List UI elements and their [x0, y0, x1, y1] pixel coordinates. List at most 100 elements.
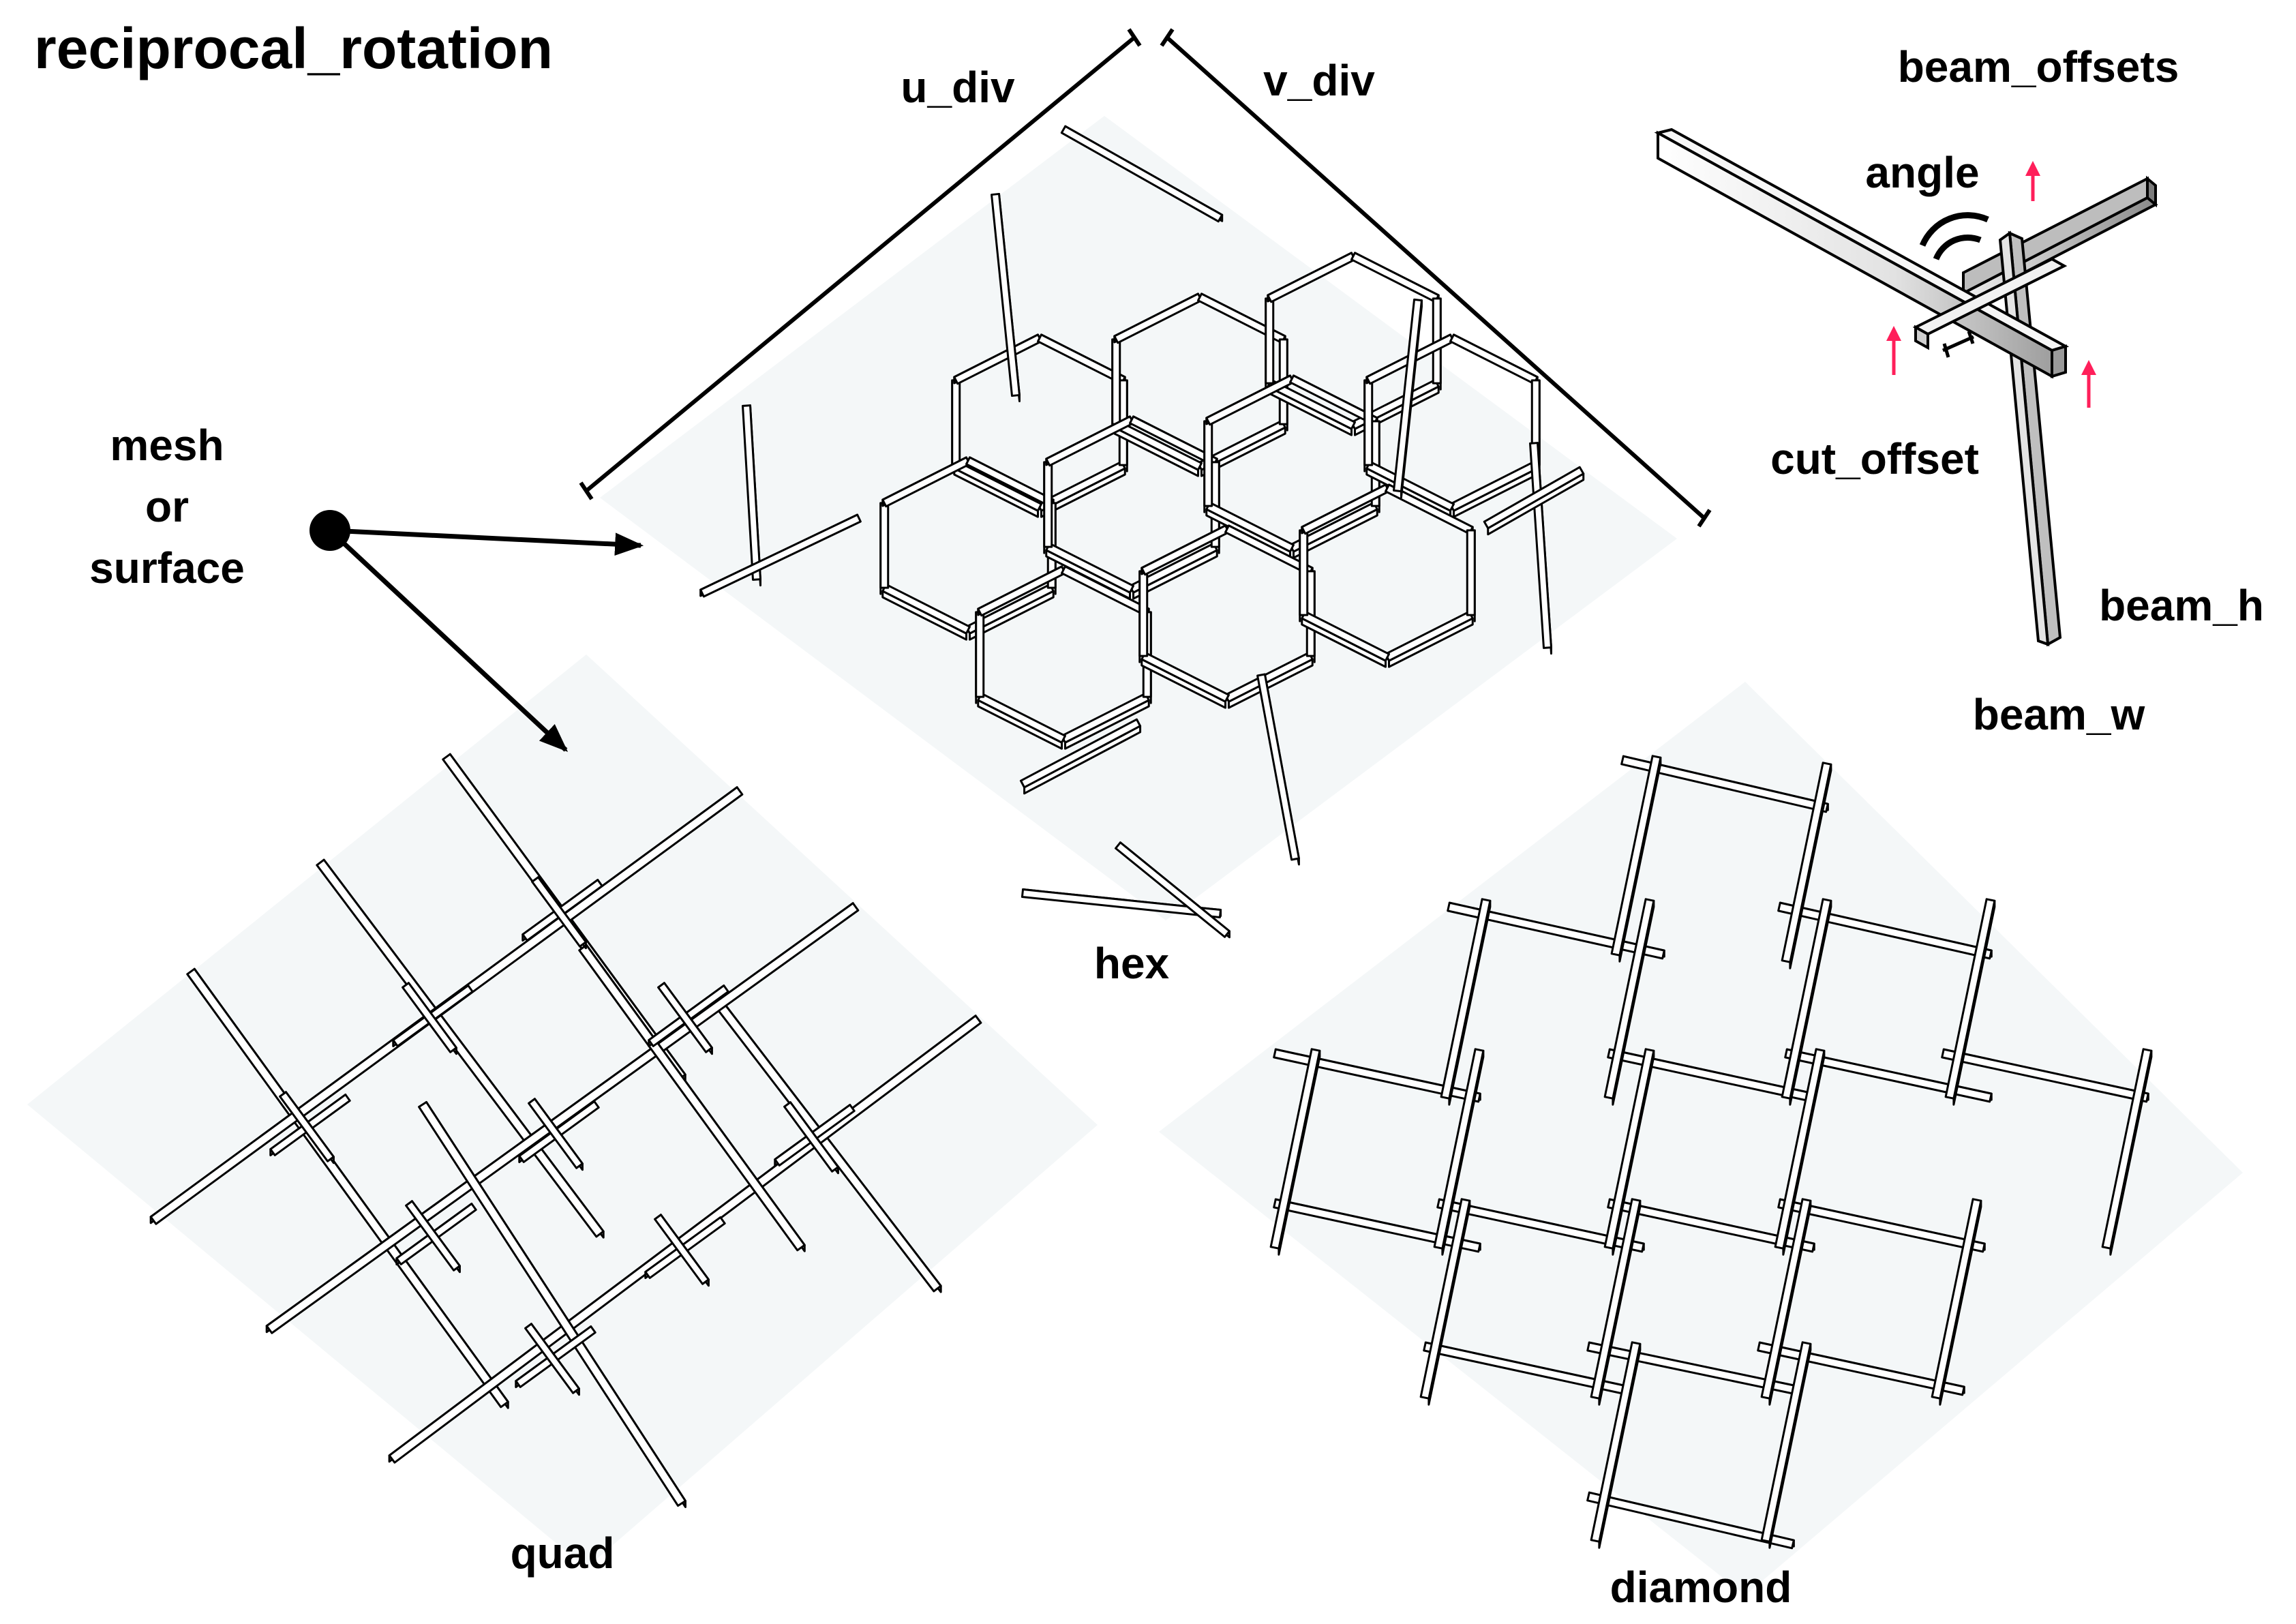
hex-edge-4: [1037, 333, 1126, 385]
hex-edge-20: [879, 502, 890, 589]
hex-pattern: [699, 125, 1585, 939]
diamond-beam-v-3: [1603, 898, 1655, 1100]
beam-cross-front: [1914, 325, 1929, 350]
diagram-title: reciprocal_rotation: [34, 16, 553, 80]
cut-offset-label: cut_offset: [1770, 434, 1979, 483]
quad-node-y-4: [528, 1098, 584, 1169]
hex-edge-26: [1043, 461, 1053, 548]
diamond-beam-h-14: [1586, 1491, 1795, 1550]
hex-edge-46: [1061, 565, 1150, 617]
diamond-pattern: [1269, 755, 2153, 1550]
diamond-beam-h-2: [1777, 901, 1993, 960]
hex-extra-4: [1021, 888, 1222, 918]
offset-arrows: [1886, 161, 2096, 408]
diamond-beam-v-2: [1440, 898, 1492, 1100]
quad-panel: [27, 655, 1098, 1568]
hex-extra-10: [1019, 718, 1142, 789]
hex-edge-44: [975, 611, 985, 698]
beam-dark-top: [1962, 176, 2149, 296]
diamond-beam-h-8: [1436, 1198, 1645, 1253]
hex-edge-33: [1205, 374, 1295, 426]
hex-edge-14: [1265, 297, 1275, 385]
diamond-beam-v-5: [1944, 898, 1996, 1100]
quad-node-y-2: [279, 1091, 335, 1162]
diamond-beam-h-9: [1607, 1198, 1815, 1253]
v-div-tick-b: [1697, 509, 1712, 528]
u-div-line: [585, 35, 1136, 493]
hex-edge-57: [1301, 483, 1390, 535]
hex-extra-2: [742, 404, 761, 581]
beam-light-end: [2051, 344, 2067, 378]
diamond-panel: [1159, 682, 2243, 1595]
diamond-beam-h-7: [1273, 1198, 1481, 1253]
diamond-beam-v-1: [1781, 762, 1832, 963]
hex-edge-21: [881, 456, 971, 508]
diamond-beam-h-5: [1784, 1048, 1993, 1103]
hex-edge-22: [965, 456, 1055, 508]
offset-arrow-left-head: [1886, 326, 1901, 341]
hex-extra-1: [991, 192, 1021, 397]
hex-edge-55: [1301, 610, 1390, 662]
hex-edge-24: [1129, 542, 1218, 594]
hex-edge-59: [1466, 529, 1476, 616]
hex-edge-38: [1363, 379, 1374, 466]
hex-extra-5: [1115, 841, 1230, 938]
angle-arc-inner: [1933, 234, 1982, 260]
hex-edge-25: [1045, 542, 1134, 594]
hex-edge-32: [1203, 420, 1213, 507]
input-label-or: or: [145, 482, 189, 531]
hex-extra-6: [1393, 298, 1423, 493]
hex-edge-58: [1385, 483, 1474, 535]
quad-beam-a-low: [418, 1100, 686, 1507]
diamond-beam-h-0: [1620, 755, 1829, 813]
diamond-beam-h-3: [1273, 1048, 1481, 1103]
quad-node-y-3: [657, 982, 713, 1053]
diamond-beam-v-16: [1760, 1341, 1812, 1543]
diamond-beam-v-8: [1603, 1048, 1655, 1250]
u-div-tick-a: [579, 481, 594, 500]
hex-edge-52: [1224, 524, 1314, 576]
hex-edge-54: [1385, 610, 1474, 662]
hex-edge-6: [1197, 419, 1286, 471]
diamond-beam-h-6: [1941, 1048, 2149, 1103]
hex-edge-31: [1205, 501, 1295, 553]
hex-edge-51: [1141, 524, 1230, 576]
quad-node-y-0: [531, 876, 587, 948]
beam-offsets-label: beam_offsets: [1898, 42, 2179, 91]
hex-edge-8: [1111, 338, 1121, 425]
arrow-to-hex: [329, 528, 644, 556]
hex-edge-48: [1224, 651, 1314, 703]
hex-extra-9: [1256, 673, 1300, 861]
hex-edge-42: [1061, 692, 1150, 744]
v-div-label: v_div: [1263, 56, 1375, 105]
hex-edge-45: [977, 565, 1066, 617]
hex-edge-18: [965, 583, 1055, 635]
quad-node-y-8: [524, 1323, 580, 1394]
hex-edge-27: [1045, 415, 1134, 467]
quad-node-y-6: [783, 1101, 839, 1173]
v-div-tick-a: [1160, 28, 1175, 47]
division-dimensions: [579, 28, 1712, 528]
diamond-beam-v-9: [1774, 1048, 1826, 1250]
cut-offset-tick-b: [1967, 331, 1975, 344]
beam-dark-end: [2146, 175, 2157, 208]
hex-edge-15: [1267, 252, 1356, 303]
quad-node-y-5: [405, 1200, 461, 1272]
hex-extra-8: [1483, 466, 1585, 530]
input-arrows: [309, 510, 644, 752]
beam-w-label: beam_w: [1973, 690, 2145, 739]
u-div-label: u_div: [901, 63, 1015, 112]
hex-label: hex: [1094, 939, 1170, 988]
diamond-beam-v-11: [1419, 1198, 1471, 1400]
quad-label: quad: [511, 1529, 615, 1578]
diamond-label: diamond: [1610, 1563, 1792, 1612]
hex-edge-16: [1350, 252, 1440, 303]
quad-node-y-1: [402, 982, 457, 1053]
hex-edge-2: [951, 379, 961, 466]
diamond-beam-v-0: [1610, 755, 1662, 957]
hex-edge-56: [1299, 529, 1309, 616]
cut-offset-tick-a: [1942, 343, 1950, 358]
beam-light-front: [1657, 130, 2053, 379]
v-div-line: [1165, 35, 1706, 520]
input-label-surface: surface: [89, 543, 245, 592]
